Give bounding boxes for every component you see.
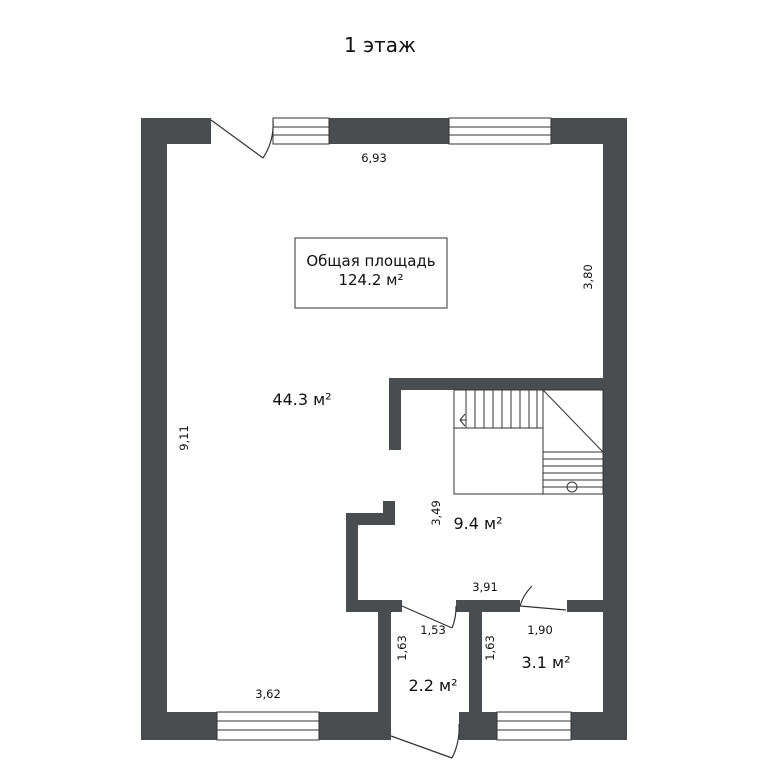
dim-small-room-width: 1,53 — [420, 623, 446, 637]
door-exterior-bottom — [390, 723, 460, 759]
window-bottom-right — [496, 711, 572, 741]
stair-landing-diagonal — [542, 389, 604, 453]
room-area-bath-left: 2.2 м² — [408, 676, 457, 695]
wall-right — [603, 118, 627, 740]
total-area-label: Общая площадь — [306, 252, 435, 270]
room-area-bath-right: 3.1 м² — [521, 653, 570, 672]
stair-start-marker — [566, 481, 578, 493]
stair-arrow-icon — [459, 413, 466, 427]
window-top-left — [272, 117, 330, 145]
dim-right-room-height: 1,63 — [483, 635, 497, 661]
total-area-box — [294, 237, 448, 309]
dim-right-room-width: 1,90 — [527, 623, 553, 637]
dim-hall-width: 3,91 — [472, 580, 498, 594]
dim-bottom-width: 3,62 — [255, 687, 281, 701]
wall-hall-notch — [346, 513, 395, 525]
walls — [141, 118, 627, 740]
dim-top-width: 6,93 — [361, 151, 387, 165]
staircase — [453, 389, 604, 495]
room-area-living: 44.3 м² — [272, 390, 331, 409]
room-area-hall: 9.4 м² — [453, 514, 502, 533]
windows — [216, 117, 572, 741]
wall-stair-top — [389, 378, 603, 390]
wall-hall-bottom-b — [456, 600, 520, 612]
total-area-value: 124.2 м² — [338, 271, 403, 289]
door-bath-right — [519, 585, 567, 611]
dim-small-room-height: 1,63 — [395, 635, 409, 661]
wall-hall-bottom-c — [567, 600, 603, 612]
stair-treads-upper — [465, 390, 538, 428]
dim-hall-height: 3,49 — [429, 500, 443, 526]
wall-bottom-right — [571, 712, 627, 740]
doors — [210, 119, 567, 759]
wall-stair-left — [389, 378, 401, 450]
floor-title: 1 этаж — [344, 33, 416, 57]
wall-hall-left — [346, 513, 358, 612]
door-entrance — [210, 119, 274, 159]
wall-top-middle — [329, 118, 449, 144]
wall-bath-left — [378, 600, 391, 740]
wall-bottom-left — [141, 712, 217, 740]
wall-hall-bottom-a — [346, 600, 402, 612]
stair-treads-lower — [543, 458, 603, 488]
door-bath-left — [401, 605, 457, 629]
wall-left — [141, 118, 167, 740]
dim-left-height: 9,11 — [177, 425, 191, 451]
window-bottom-left — [216, 711, 320, 741]
dim-right-height: 3,80 — [581, 264, 595, 290]
window-top-right — [448, 117, 552, 145]
wall-bath-divider — [469, 600, 482, 740]
